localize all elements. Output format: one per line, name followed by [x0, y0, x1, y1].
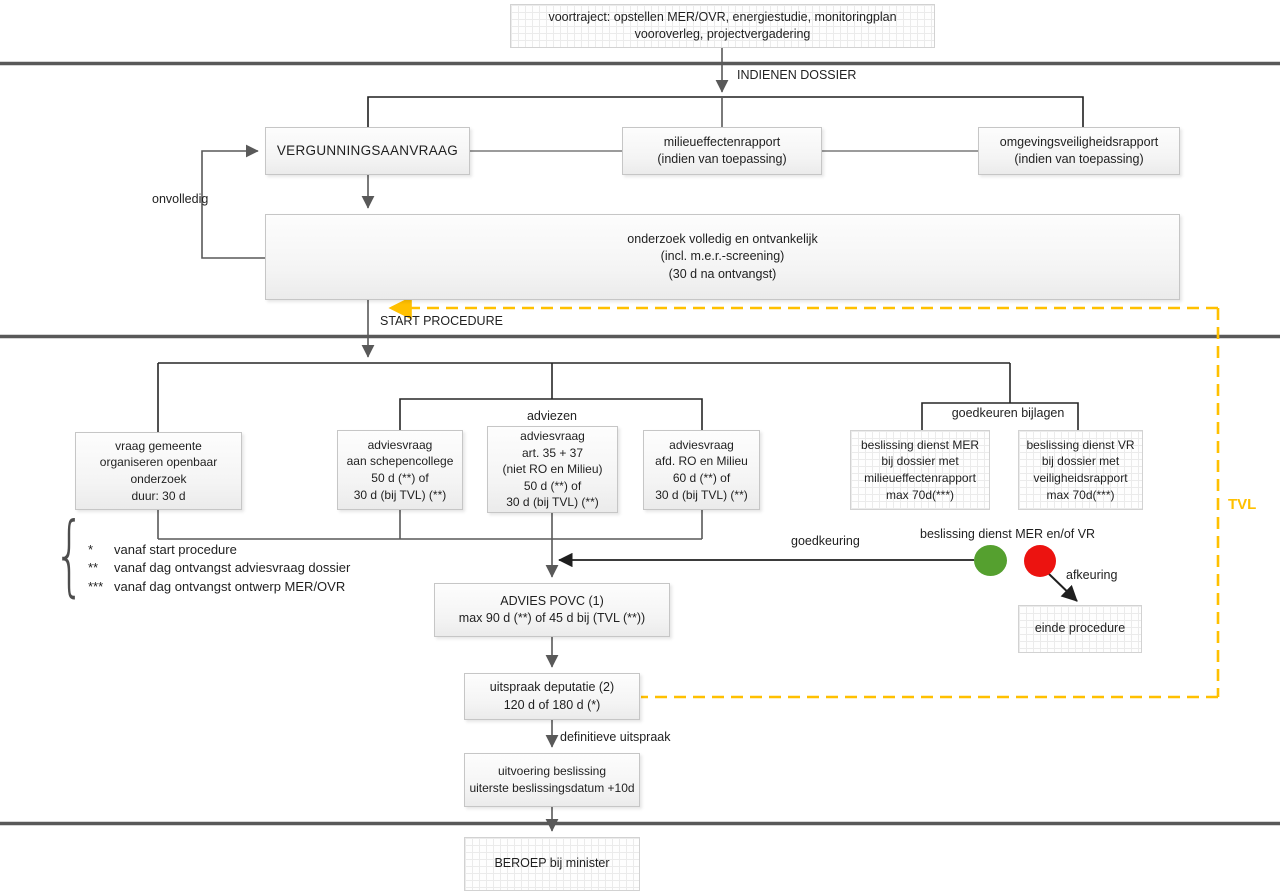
- footnote-marker: *: [88, 542, 94, 557]
- footnote-text: vanaf dag ontvangst ontwerp MER/OVR: [114, 578, 346, 594]
- footnote-marker: ***: [88, 578, 104, 594]
- footnotes-block: * vanaf start procedure ** vanaf dag ont…: [88, 541, 350, 596]
- node-milieueffectenrapport: milieueffectenrapport (indien van toepas…: [622, 127, 822, 175]
- node-uitvoering-beslissing: uitvoering beslissing uiterste beslissin…: [464, 753, 640, 807]
- definitieve-uitspraak-label: definitieve uitspraak: [560, 730, 671, 744]
- afkeuring-arrow: [1048, 573, 1078, 602]
- tvl-label: TVL: [1228, 496, 1257, 513]
- goedkeuring-green-dot: [974, 545, 1007, 576]
- node-einde-procedure: einde procedure: [1018, 605, 1142, 653]
- node-onderzoek-volledig: onderzoek volledig en ontvankelijk (incl…: [265, 214, 1180, 300]
- footnote-line: *** vanaf dag ontvangst ontwerp MER/OVR: [88, 578, 350, 596]
- onvolledig-label: onvolledig: [152, 192, 209, 206]
- branch-bracket: [157, 362, 1079, 432]
- node-adviesvraag-afd-ro-milieu: adviesvraag afd. RO en Milieu 60 d (**) …: [643, 430, 760, 510]
- node-adviesvraag-art-35-37: adviesvraag art. 35 + 37 (niet RO en Mil…: [487, 426, 618, 513]
- start-procedure-label: START PROCEDURE: [380, 314, 503, 328]
- node-advies-povc: ADVIES POVC (1) max 90 d (**) of 45 d bi…: [434, 583, 670, 637]
- indienen-dossier-label: INDIENEN DOSSIER: [737, 68, 857, 82]
- footnote-marker: **: [88, 560, 99, 576]
- afkeuring-red-dot: [1024, 545, 1056, 577]
- goedkeuren-bijlagen-label: goedkeuren bijlagen: [951, 406, 1065, 420]
- footnote-text: vanaf start procedure: [114, 542, 237, 557]
- advice-join-lines: [157, 510, 703, 578]
- node-adviesvraag-schepencollege: adviesvraag aan schepencollege 50 d (**)…: [337, 430, 463, 510]
- footnote-line: * vanaf start procedure: [88, 541, 350, 559]
- footnote-brace: {: [54, 503, 85, 606]
- node-beslissing-dienst-vr: beslissing dienst VR bij dossier met vei…: [1018, 430, 1143, 510]
- goedkeuring-label: goedkeuring: [791, 534, 860, 548]
- tvl-dashed-path: [388, 296, 1220, 699]
- footnote-text: vanaf dag ontvangst adviesvraag dossier: [114, 560, 351, 576]
- adviezen-label: adviezen: [526, 409, 578, 423]
- node-voortraject: voortraject: opstellen MER/OVR, energies…: [510, 4, 935, 48]
- node-beroep-bij-minister: BEROEP bij minister: [464, 837, 640, 891]
- node-omgevingsveiligheidsrapport: omgevingsveiligheidsrapport (indien van …: [978, 127, 1180, 175]
- onvolledig-loop-arrow: [201, 144, 265, 259]
- afkeuring-label: afkeuring: [1066, 568, 1118, 582]
- node-vergunningsaanvraag: VERGUNNINGSAANVRAAG: [265, 127, 470, 175]
- beslissing-mer-vr-label: beslissing dienst MER en/of VR: [920, 527, 1096, 541]
- node-uitspraak-deputatie: uitspraak deputatie (2) 120 d of 180 d (…: [464, 673, 640, 720]
- top-bracket: [367, 96, 1084, 127]
- node-beslissing-dienst-mer: beslissing dienst MER bij dossier met mi…: [850, 430, 990, 510]
- section-divider-rules: [0, 61, 1280, 826]
- node-vraag-gemeente: vraag gemeente organiseren openbaar onde…: [75, 432, 242, 510]
- footnote-line: ** vanaf dag ontvangst adviesvraag dossi…: [88, 559, 350, 577]
